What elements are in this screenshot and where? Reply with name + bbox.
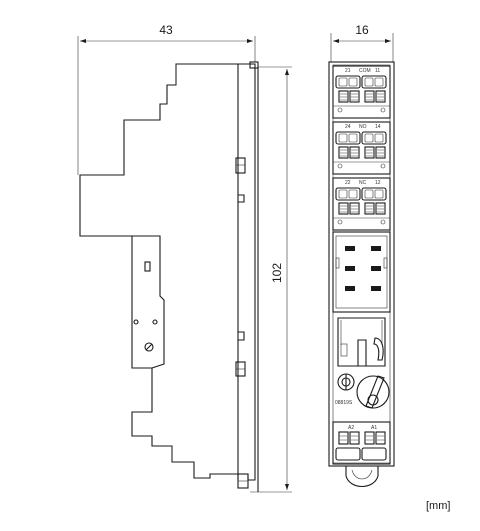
terminal-label: NO — [359, 124, 367, 130]
coil-terminal-block — [332, 421, 391, 465]
side-window-top — [235, 157, 246, 174]
terminal-label: NC — [359, 180, 367, 186]
socket-pin — [345, 266, 355, 271]
dimension-front-width-label: 16 — [355, 23, 369, 37]
front-body-outline — [328, 61, 395, 467]
coil-screw — [335, 447, 361, 461]
dimension-width: 43 — [77, 23, 256, 175]
side-clip-plate — [132, 235, 165, 369]
coil-clamp — [364, 431, 375, 445]
lower-frame — [337, 317, 386, 367]
terminal-rows: 21 COM 11 24 NO 14 22 NC 12 — [332, 65, 391, 231]
unit-label: [mm] — [426, 500, 451, 512]
socket-pin — [371, 266, 381, 271]
coil-screw — [361, 447, 387, 461]
coil-clamp — [338, 431, 349, 445]
socket-pin — [371, 286, 381, 291]
coil-clamp — [375, 431, 386, 445]
dimension-width-label: 43 — [159, 23, 173, 37]
socket-area — [332, 231, 391, 313]
side-view: 43 102 — [77, 23, 292, 493]
socket-pins — [335, 246, 388, 291]
terminal-row: 24 NO 14 — [332, 121, 391, 175]
terminal-label: 14 — [375, 124, 381, 130]
coil-clamp — [349, 431, 360, 445]
terminal-label: 11 — [375, 68, 380, 74]
part-number: 08819S — [335, 400, 353, 406]
socket-pin — [345, 246, 355, 251]
terminal-label: 12 — [375, 180, 381, 186]
socket-pin — [345, 286, 355, 291]
socket-pin — [371, 246, 381, 251]
coil-terminals — [335, 431, 387, 461]
side-body-outline — [79, 63, 256, 481]
coil-label-a2: A2 — [348, 425, 354, 431]
terminal-label: COM — [359, 68, 371, 74]
terminal-label: 24 — [345, 124, 351, 130]
coil-label-a1: A1 — [371, 425, 377, 431]
terminal-label: 21 — [345, 68, 351, 74]
front-view: 16 21 COM 11 24 NO 14 22 NC 12 08819S A2 A1 — [328, 23, 395, 488]
terminal-row: 21 COM 11 — [332, 65, 391, 119]
dimension-height-label: 102 — [270, 263, 284, 283]
dimension-height: 102 — [250, 66, 292, 493]
dimension-front-width: 16 — [330, 23, 394, 62]
terminal-row: 22 NC 12 — [332, 177, 391, 231]
adjustment-dial — [337, 373, 390, 409]
terminal-label: 22 — [345, 180, 351, 186]
release-tab — [345, 466, 379, 488]
